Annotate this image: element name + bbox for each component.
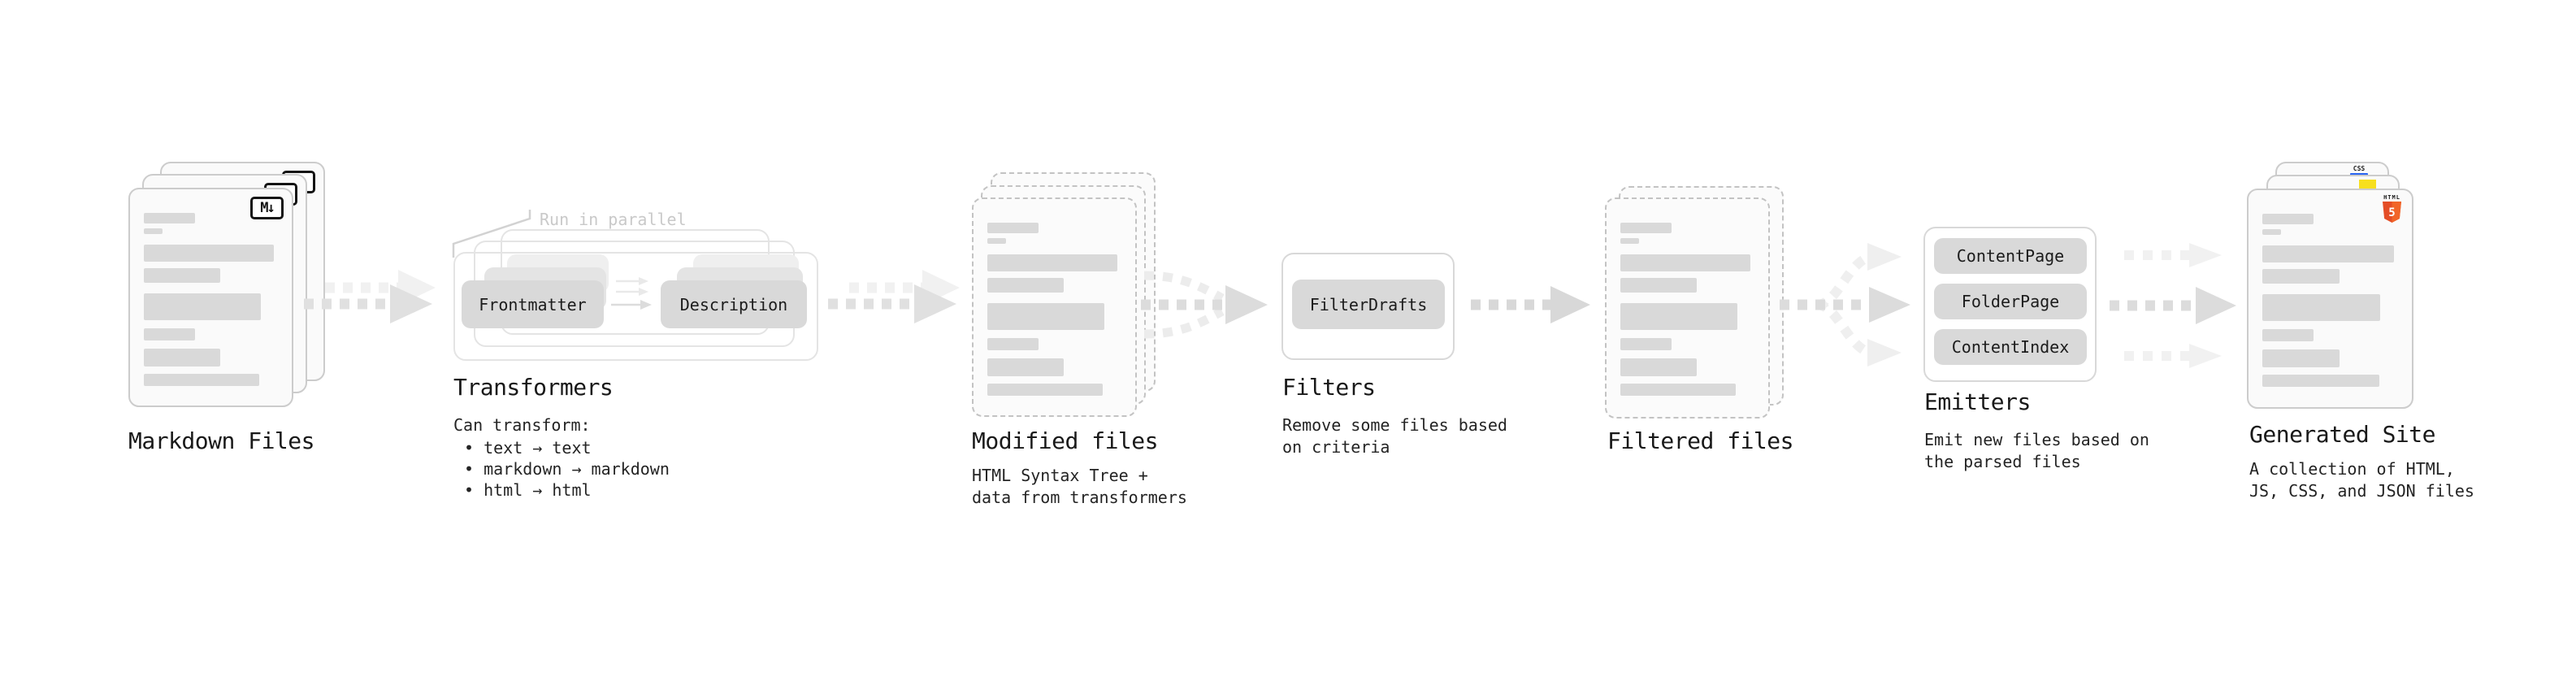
content-placeholder-bar	[144, 268, 221, 283]
generated-site-stack: CSS HTML 5	[2247, 162, 2434, 422]
markdown-file-card-front: M↓	[128, 188, 293, 407]
run-in-parallel-annotation: Run in parallel	[540, 210, 687, 229]
content-placeholder-bar	[144, 245, 275, 262]
content-placeholder-bar	[1620, 254, 1751, 271]
content-placeholder-bar	[987, 338, 1039, 350]
content-placeholder-bar	[987, 223, 1039, 233]
content-placeholder-bar	[2262, 349, 2340, 367]
content-placeholder-bar	[144, 328, 195, 340]
filters-description: Remove some files based on criteria	[1282, 415, 1507, 457]
content-placeholder-bar	[2262, 214, 2314, 224]
filtered-file-card-front	[1605, 197, 1770, 419]
transformer-pill-frontmatter: Frontmatter	[462, 280, 604, 328]
transformer-pill-description: Description	[661, 280, 807, 328]
content-placeholder-bar	[987, 358, 1065, 376]
modified-files-title: Modified files	[972, 427, 1159, 454]
content-placeholder-bar	[1620, 303, 1737, 330]
content-placeholder-bar	[1620, 238, 1640, 244]
flow-arrow-icon	[304, 270, 436, 323]
js-icon	[2359, 180, 2376, 189]
filtered-files-title: Filtered files	[1607, 427, 1794, 454]
parallel-arrows-icon	[611, 277, 652, 310]
content-placeholder-bar	[987, 384, 1103, 396]
content-placeholder-bar	[144, 293, 261, 320]
content-placeholder-bar	[2262, 229, 2282, 235]
emitter-pill-folderpage: FolderPage	[1934, 284, 2087, 319]
modified-files-stack	[972, 172, 1159, 432]
content-placeholder-bar	[144, 349, 221, 367]
content-placeholder-bar	[2262, 269, 2340, 284]
svg-text:5: 5	[2388, 206, 2395, 219]
content-placeholder-bar	[144, 228, 163, 234]
content-placeholder-bar	[2262, 245, 2394, 262]
content-placeholder-bar	[2262, 375, 2379, 387]
transformers-description: Can transform: • text → text • markdown …	[453, 414, 670, 501]
generated-site-title: Generated Site	[2249, 421, 2436, 448]
content-placeholder-bar	[1620, 384, 1736, 396]
transformers-bullet: • markdown → markdown	[464, 459, 670, 479]
emitters-title: Emitters	[1924, 388, 2031, 415]
content-placeholder-bar	[987, 303, 1104, 330]
flow-arrow-icon	[828, 270, 960, 323]
markdown-files-stack: M↓ M↓ M↓	[128, 162, 327, 422]
parallel-flow-arrows-icon	[2110, 243, 2236, 368]
transformers-bullet: • html → html	[464, 480, 592, 500]
content-placeholder-bar	[1620, 223, 1672, 233]
filter-pill-filterdrafts: FilterDrafts	[1292, 280, 1445, 329]
fanout-arrow-icon	[1780, 243, 1910, 367]
modified-files-description: HTML Syntax Tree + data from transformer…	[972, 466, 1187, 507]
markdown-files-title: Markdown Files	[128, 427, 315, 454]
content-placeholder-bar	[987, 278, 1065, 293]
transformer-group-outline-front	[453, 252, 818, 361]
content-placeholder-bar	[1620, 338, 1672, 350]
content-placeholder-bar	[2262, 294, 2381, 321]
content-placeholder-bar	[1620, 278, 1698, 293]
modified-file-card-front	[972, 197, 1137, 417]
html-file-card: HTML 5	[2247, 189, 2413, 409]
transformers-subtitle: Can transform:	[453, 415, 591, 435]
converge-arrow-icon	[1141, 271, 1268, 339]
content-placeholder-bar	[1620, 358, 1698, 376]
content-placeholder-bar	[2262, 329, 2314, 341]
content-placeholder-bar	[987, 254, 1118, 271]
generated-site-description: A collection of HTML, JS, CSS, and JSON …	[2249, 459, 2474, 501]
content-placeholder-bar	[144, 213, 195, 223]
transformers-bullet: • text → text	[464, 438, 592, 458]
html5-icon: HTML 5	[2382, 194, 2402, 227]
annotation-leader-line	[452, 210, 531, 258]
emitter-pill-contentpage: ContentPage	[1934, 238, 2087, 274]
markdown-icon: M↓	[250, 197, 284, 219]
emitter-pill-contentindex: ContentIndex	[1934, 329, 2087, 365]
content-placeholder-bar	[144, 374, 259, 386]
flow-arrow-icon	[1471, 286, 1590, 323]
emitters-description: Emit new files based on the parsed files	[1924, 430, 2149, 471]
filters-title: Filters	[1282, 374, 1376, 401]
transformers-title: Transformers	[453, 374, 614, 401]
content-placeholder-bar	[987, 238, 1007, 244]
filtered-files-stack	[1605, 186, 1792, 430]
